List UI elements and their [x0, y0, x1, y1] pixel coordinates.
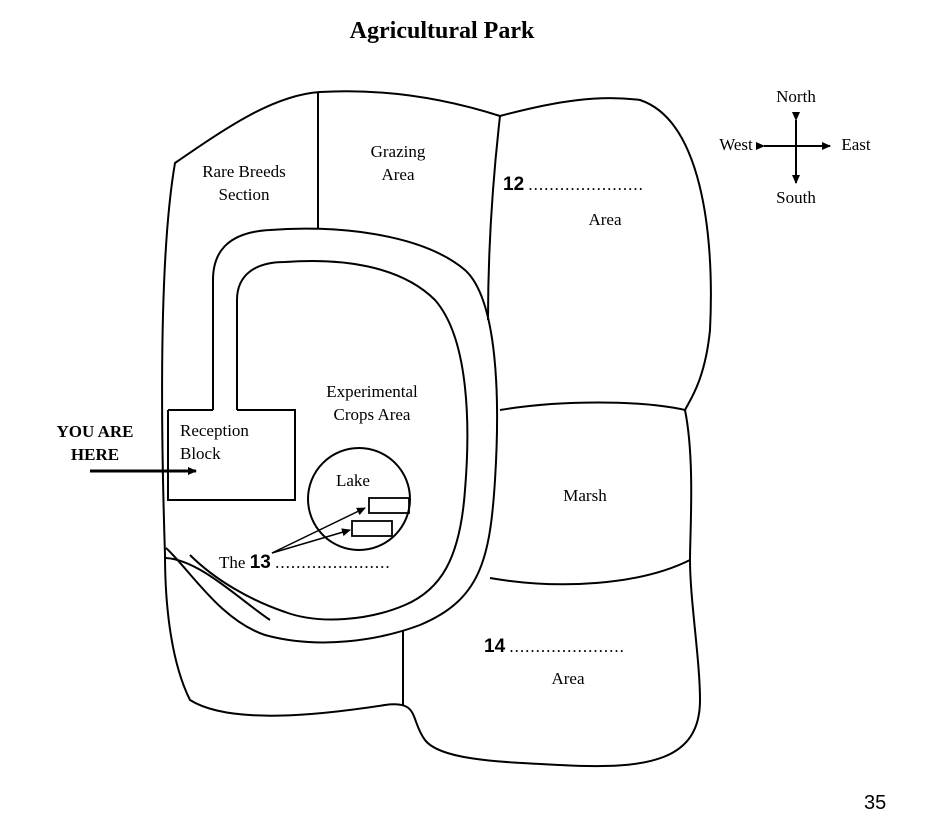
q12-area-label: Area [588, 210, 622, 229]
area12-marsh-divider [499, 401, 686, 411]
grazing-label: Grazing Area [370, 142, 426, 184]
compass-south: South [776, 188, 816, 207]
question-14: 14 ...................... [484, 635, 625, 658]
marsh-area14-divider [489, 559, 691, 586]
map-title: Agricultural Park [349, 18, 535, 44]
q12-answer-blank[interactable]: ...................... [528, 175, 644, 194]
q12-number: 12 [503, 174, 525, 195]
rare-breeds-label: Rare Breeds Section [202, 162, 286, 204]
compass-west: West [719, 135, 753, 154]
q14-area-label: Area [551, 669, 585, 688]
q14-answer-blank[interactable]: ...................... [509, 637, 625, 656]
arrow-13-a [271, 507, 366, 554]
question-12: 12 ...................... [503, 173, 644, 196]
lake-label: Lake [336, 471, 370, 490]
marsh-label: Marsh [563, 486, 607, 505]
lake [307, 447, 411, 551]
q13-number: 13 [249, 552, 271, 573]
q13-answer-blank[interactable]: ...................... [275, 553, 391, 572]
compass-east: East [841, 135, 871, 154]
track-outer [165, 227, 499, 644]
grazing-area12-divider [487, 115, 501, 321]
you-are-here-label: YOU ARE HERE [56, 422, 134, 464]
q14-number: 14 [484, 636, 506, 657]
page-number: 35 [864, 792, 887, 814]
compass [756, 112, 831, 184]
reception-label: Reception Block [180, 421, 249, 463]
park-boundary [161, 90, 712, 768]
lake-island-1 [368, 497, 410, 514]
question-13: The 13 ...................... [219, 551, 391, 574]
experimental-crops-label: Experimental Crops Area [326, 382, 418, 424]
track-south-edge [165, 557, 271, 621]
track-inner [189, 259, 469, 621]
q13-prefix: The [219, 553, 246, 572]
lake-island-2 [351, 520, 393, 537]
compass-north: North [776, 87, 816, 106]
arrow-13-b [271, 528, 351, 554]
